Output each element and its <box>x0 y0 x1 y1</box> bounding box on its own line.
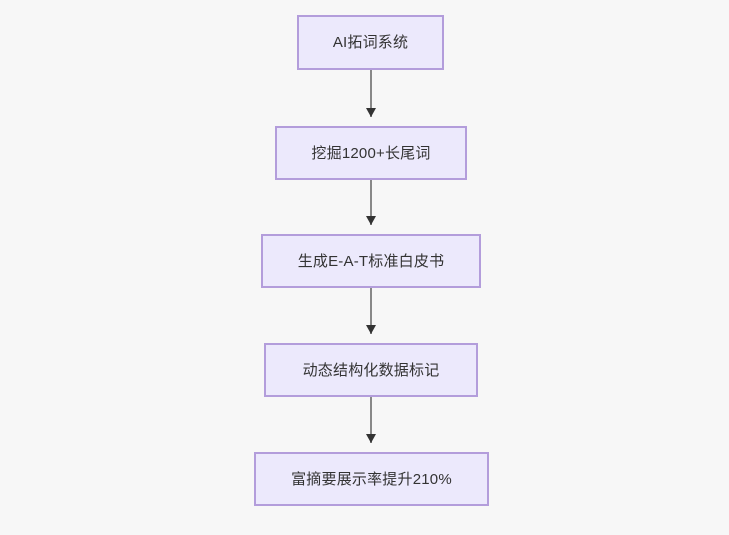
flow-node-3-label: 生成E-A-T标准白皮书 <box>297 252 445 270</box>
flow-edge-1-arrowhead <box>366 108 376 117</box>
flow-edge-3-arrowhead <box>366 325 376 334</box>
flow-node-2[interactable]: 挖掘1200+长尾词 <box>275 126 467 180</box>
flow-node-5[interactable]: 富摘要展示率提升210% <box>254 452 489 506</box>
flow-edge-2-arrowhead <box>366 216 376 225</box>
flow-node-4[interactable]: 动态结构化数据标记 <box>264 343 478 397</box>
flow-edge-4-arrowhead <box>366 434 376 443</box>
flow-node-1-label: AI拓词系统 <box>332 34 409 51</box>
flow-node-4-label: 动态结构化数据标记 <box>302 361 440 379</box>
flow-node-3[interactable]: 生成E-A-T标准白皮书 <box>261 234 481 288</box>
flow-edge-4-line <box>370 397 372 443</box>
flow-node-5-label: 富摘要展示率提升210% <box>291 470 452 488</box>
flow-edge-1-line <box>370 70 372 117</box>
flow-node-2-label: 挖掘1200+长尾词 <box>311 144 431 162</box>
flow-node-1[interactable]: AI拓词系统 <box>297 15 444 70</box>
flow-edge-2-line <box>370 180 372 225</box>
flow-edge-3-line <box>370 288 372 334</box>
